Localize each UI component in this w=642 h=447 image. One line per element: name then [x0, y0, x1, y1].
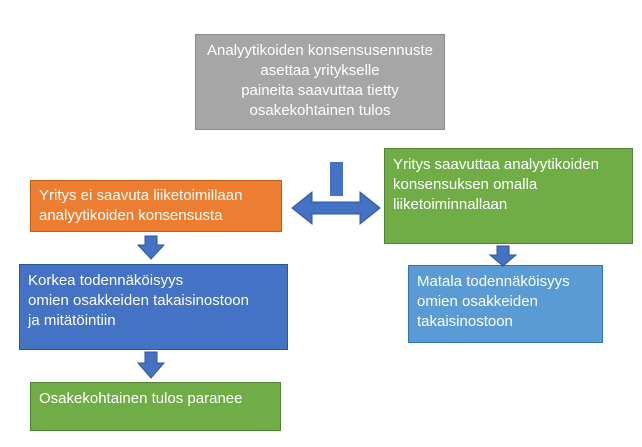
t-split-arrow-icon [291, 162, 381, 226]
double-headed-arrow [291, 190, 381, 226]
box-text-line: omien osakkeiden takaisinostoon [28, 292, 249, 309]
down-arrow-icon [488, 245, 518, 267]
low-buyback-probability-box: Matala todennäköisyys omien osakkeiden t… [408, 265, 603, 343]
box-text-line: takaisinostoon [417, 313, 513, 330]
down-arrow-icon [136, 235, 166, 260]
box-text-line: ja mitätöintiin [28, 312, 116, 329]
consensus-pressure-box: Analyytikoiden konsensusennuste asettaa … [195, 34, 445, 130]
box-text-line: Osakekohtainen tulos paranee [39, 390, 243, 407]
consensus-met-box: Yritys saavuttaa analyytikoiden konsensu… [384, 148, 633, 244]
box-text-line: asettaa yritykselle [260, 62, 380, 79]
box-text-line: konsensuksen omalla [393, 176, 538, 193]
box-text-line: omien osakkeiden [417, 293, 538, 310]
eps-improves-box: Osakekohtainen tulos paranee [30, 382, 281, 431]
box-text-line: liiketoiminnallaan [393, 196, 508, 213]
box-text-line: analyytikoiden konsensusta [39, 207, 223, 224]
down-arrow-icon [136, 351, 166, 379]
box-text-line: Korkea todennäköisyys [28, 272, 184, 289]
box-text-line: Yritys saavuttaa analyytikoiden [393, 156, 599, 173]
box-text-line: Matala todennäköisyys [417, 273, 570, 290]
split-arrow-stem [330, 162, 343, 196]
box-text-line: paineita saavuttaa tietty [241, 82, 399, 99]
box-text-line: Yritys ei saavuta liiketoimillaan [39, 187, 243, 204]
consensus-missed-box: Yritys ei saavuta liiketoimillaan analyy… [30, 180, 282, 232]
high-buyback-probability-box: Korkea todennäköisyys omien osakkeiden t… [19, 264, 288, 350]
box-text-line: Analyytikoiden konsensusennuste [207, 42, 433, 59]
box-text-line: osakekohtainen tulos [249, 102, 391, 119]
